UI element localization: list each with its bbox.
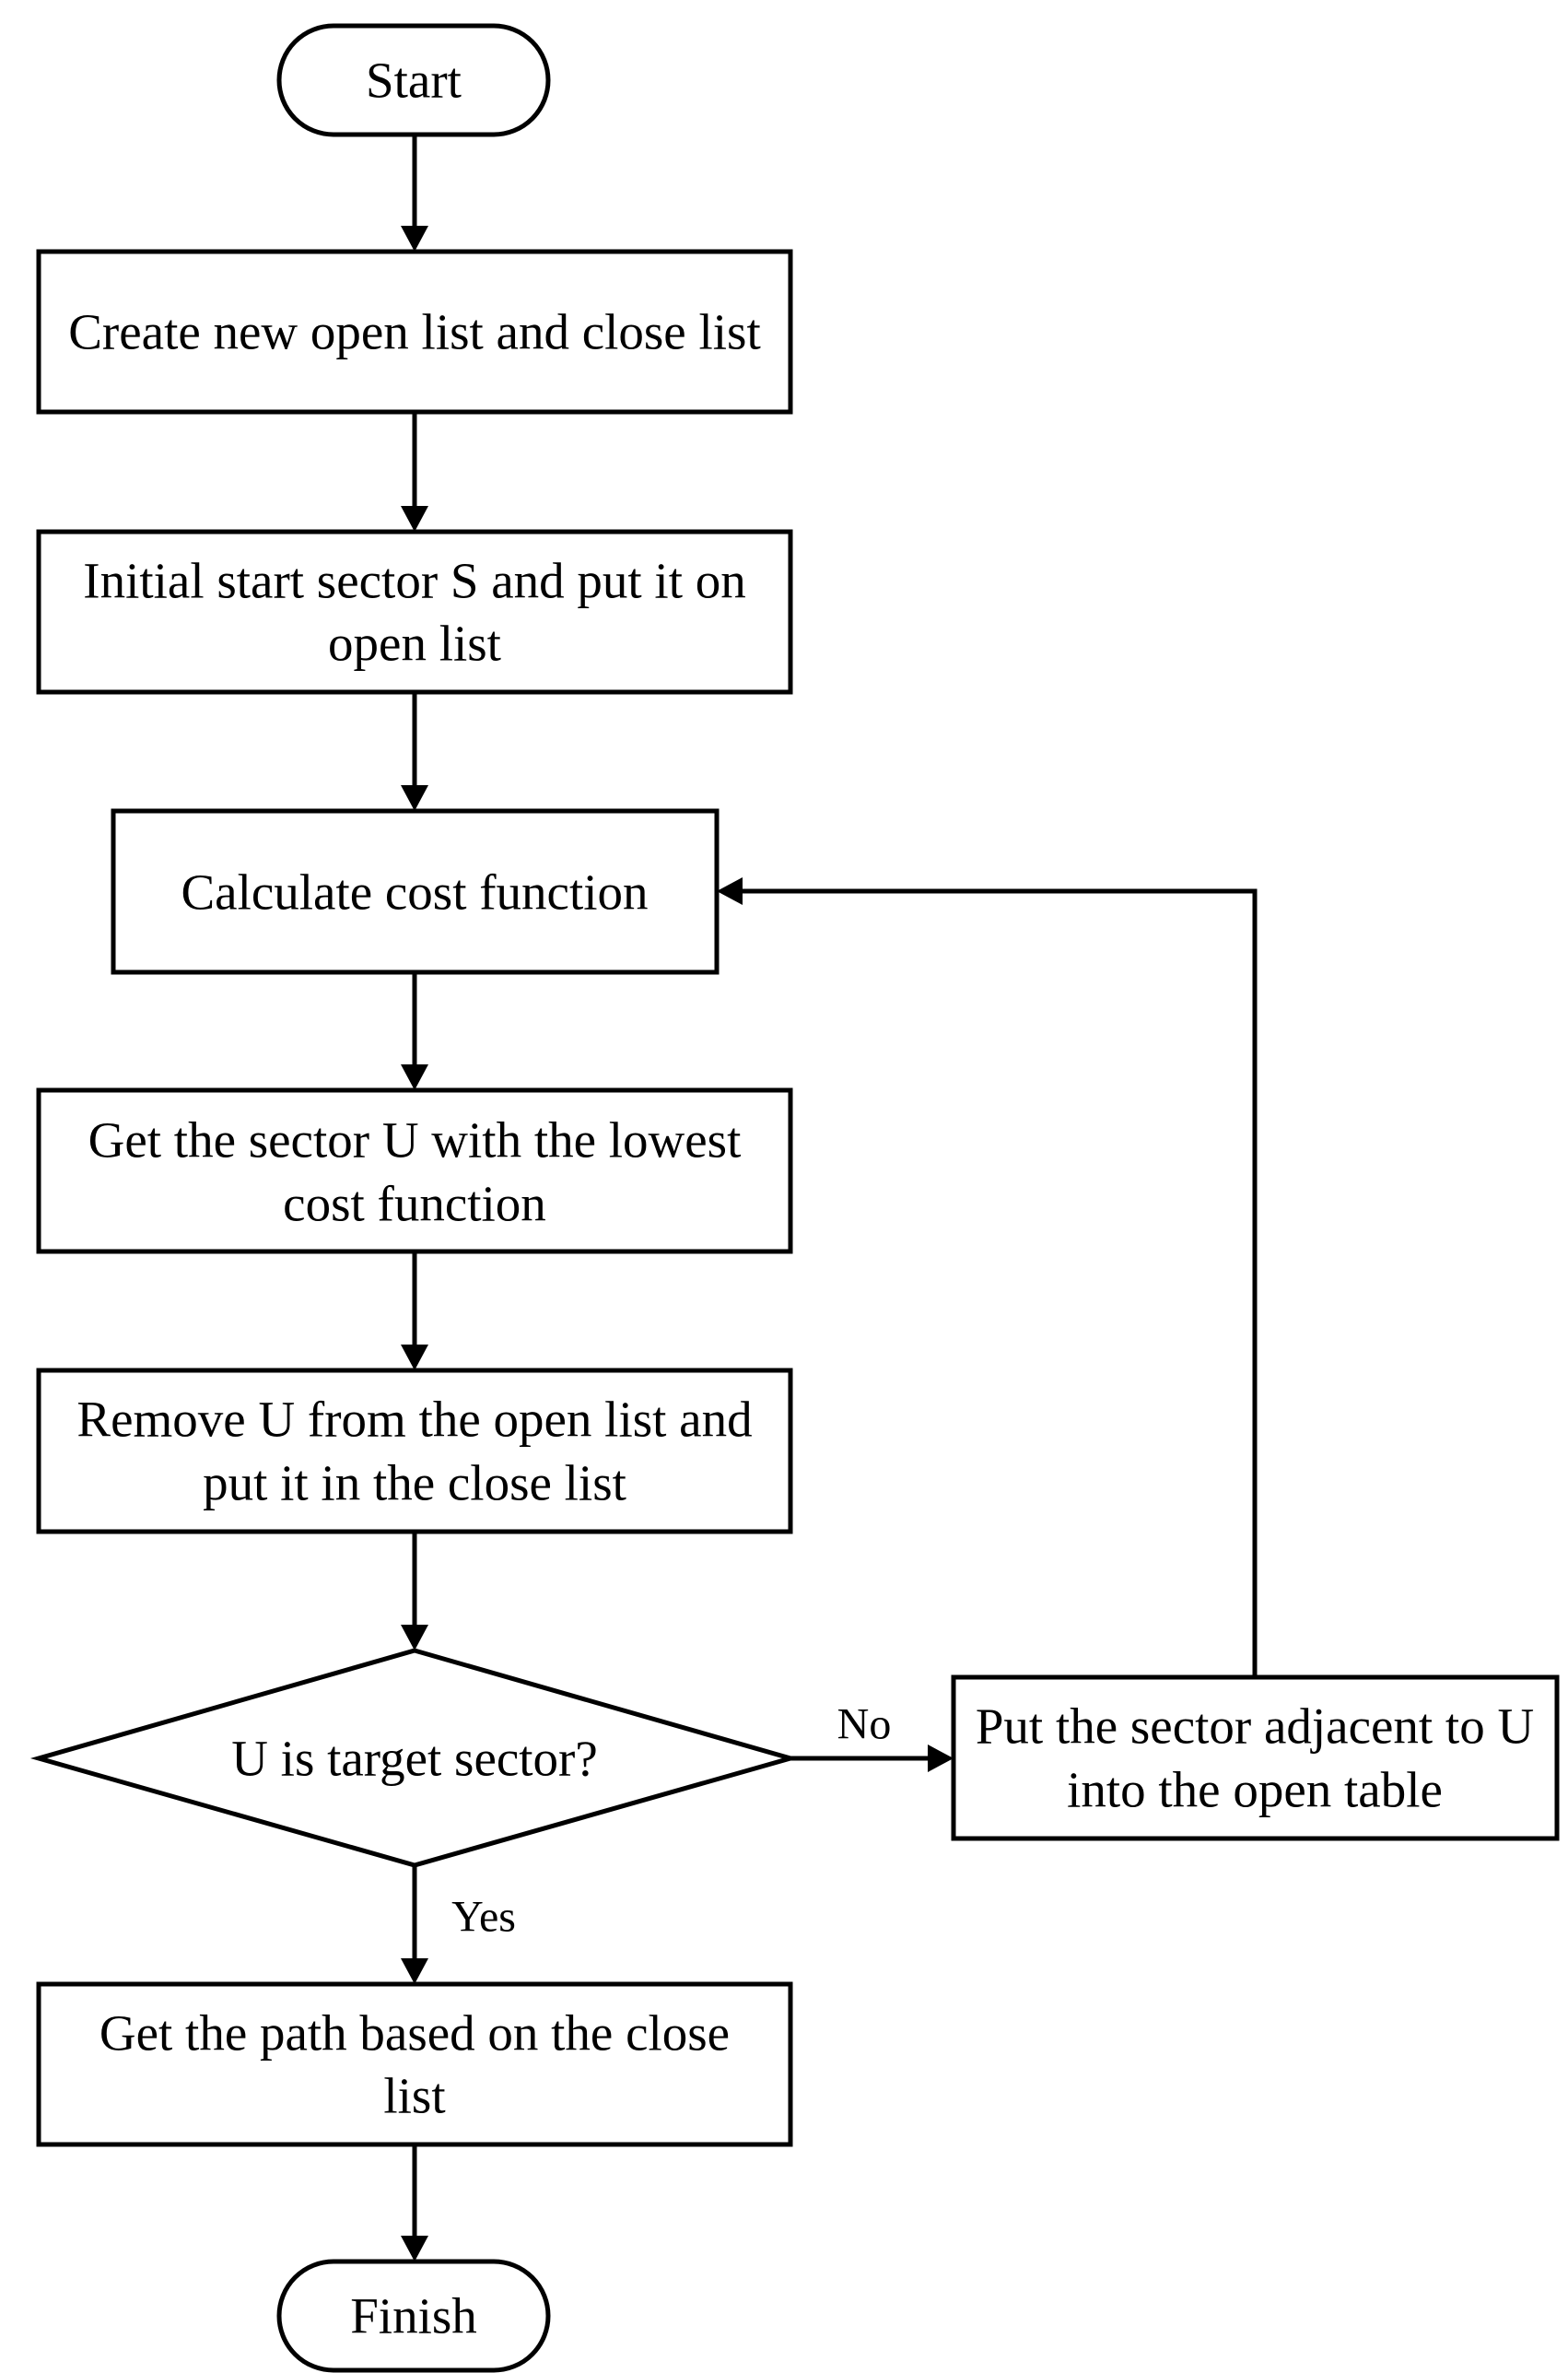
initial-start-label-line1: Initial start sector S and put it on (83, 553, 745, 609)
yes-branch-label: Yes (451, 1893, 516, 1942)
get-path-process: Get the path based on the close list (36, 1981, 793, 2147)
calculate-cost-process: Calculate cost function (111, 808, 720, 975)
put-adjacent-label-line1: Put the sector adjacent to U (976, 1698, 1534, 1755)
arrow-start-to-create (401, 135, 428, 252)
create-lists-label: Create new open list and close list (68, 304, 760, 360)
initial-start-label-line2: open list (328, 616, 501, 672)
start-terminal: Start (276, 23, 551, 137)
get-lowest-label-line2: cost function (283, 1176, 546, 1232)
put-adjacent-process: Put the sector adjacent to U into the op… (951, 1674, 1560, 1841)
start-label: Start (366, 53, 462, 109)
arrow-create-to-initial (401, 412, 428, 532)
get-path-label-line2: list (383, 2068, 445, 2124)
arrow-calculate-to-get-lowest (401, 972, 428, 1090)
arrow-decision-no-to-put-adjacent (790, 1745, 954, 1772)
calculate-cost-label: Calculate cost function (181, 864, 648, 921)
create-lists-process: Create new open list and close list (36, 249, 793, 415)
remove-u-label-line1: Remove U from the open list and (76, 1392, 752, 1448)
arrow-decision-yes-to-get-path (401, 1865, 428, 1984)
get-lowest-label-line1: Get the sector U with the lowest (88, 1112, 742, 1169)
arrow-remove-to-decision (401, 1532, 428, 1651)
is-target-label: U is target sector? (231, 1731, 598, 1787)
get-path-label-line1: Get the path based on the close (99, 2005, 730, 2062)
initial-start-process: Initial start sector S and put it on ope… (36, 529, 793, 695)
finish-label: Finish (350, 2288, 477, 2344)
is-target-decision: U is target sector? (29, 1648, 800, 1868)
no-branch-label: No (837, 1700, 892, 1749)
get-lowest-process: Get the sector U with the lowest cost fu… (36, 1087, 793, 1254)
finish-terminal: Finish (276, 2259, 551, 2373)
put-adjacent-label-line2: into the open table (1067, 1762, 1443, 1818)
remove-u-label-line2: put it in the close list (203, 1455, 626, 1511)
remove-u-process: Remove U from the open list and put it i… (36, 1368, 793, 1534)
arrow-initial-to-calculate (401, 692, 428, 811)
arrow-get-path-to-finish (401, 2144, 428, 2261)
arrow-get-lowest-to-remove (401, 1251, 428, 1370)
arrow-put-adjacent-loop-to-calculate (717, 877, 1258, 1677)
